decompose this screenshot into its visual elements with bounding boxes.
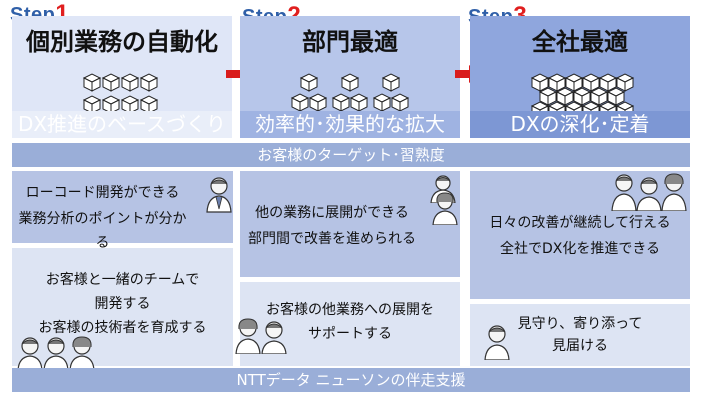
target-line1: ローコード開発ができる xyxy=(25,185,180,201)
person-icon xyxy=(432,192,458,225)
target-line2: 業務分析のポイントが分かる xyxy=(18,211,187,251)
step2-box: 部門最適 効率的･効果的な拡大 xyxy=(240,16,460,138)
people-group-icon xyxy=(611,173,687,211)
support-line2: 開発する xyxy=(94,296,151,312)
step1-box: 個別業務の自動化 DX推進のベースづくり xyxy=(12,16,232,138)
customer-target-band: お客様のターゲット･習熟度 xyxy=(12,143,690,167)
step3-title: 全社最適 xyxy=(532,28,628,56)
people-group-icon xyxy=(235,318,287,354)
step3-subtitle: DXの深化･定着 xyxy=(470,111,690,138)
target-line2: 部門間で改善を進められる xyxy=(248,231,416,247)
support-line2: サポートする xyxy=(308,326,392,342)
support-cell-step1: お客様と一緒のチームで 開発する お客様の技術者を育成する xyxy=(12,248,233,370)
step2-title: 部門最適 xyxy=(302,28,398,56)
target-cell-step2: 他の業務に展開ができる 部門間で改善を進められる xyxy=(240,171,460,277)
support-line1: お客様と一緒のチームで xyxy=(45,272,200,288)
target-cell-step3: 日々の改善が継続して行える 全社でDX化を推進できる xyxy=(470,171,690,299)
support-cell-step2: お客様の他業務への展開を サポートする xyxy=(235,282,460,366)
target-line1: 日々の改善が継続して行える xyxy=(489,215,671,231)
support-line2: 見届ける xyxy=(552,338,608,354)
support-line1: お客様の他業務への展開を xyxy=(266,302,434,318)
target-line1: 他の業務に展開ができる xyxy=(255,205,409,221)
target-line2: 全社でDX化を推進できる xyxy=(499,241,661,257)
person-icon xyxy=(484,325,510,360)
person-icon xyxy=(206,177,232,213)
step1-title: 個別業務の自動化 xyxy=(26,28,218,56)
support-cell-step3: 見守り、寄り添って 見届ける xyxy=(470,304,690,366)
support-line1: 見守り、寄り添って xyxy=(517,316,643,332)
step2-subtitle: 効率的･効果的な拡大 xyxy=(240,111,460,138)
step3-box: 全社最適 DXの深化･定着 xyxy=(470,16,690,138)
step1-subtitle: DX推進のベースづくり xyxy=(12,111,232,138)
support-line3: お客様の技術者を育成する xyxy=(38,320,207,336)
people-group-icon xyxy=(17,336,95,370)
support-band: NTTデータ ニューソンの伴走支援 xyxy=(12,368,690,392)
target-cell-step1: ローコード開発ができる 業務分析のポイントが分かる xyxy=(12,171,233,251)
